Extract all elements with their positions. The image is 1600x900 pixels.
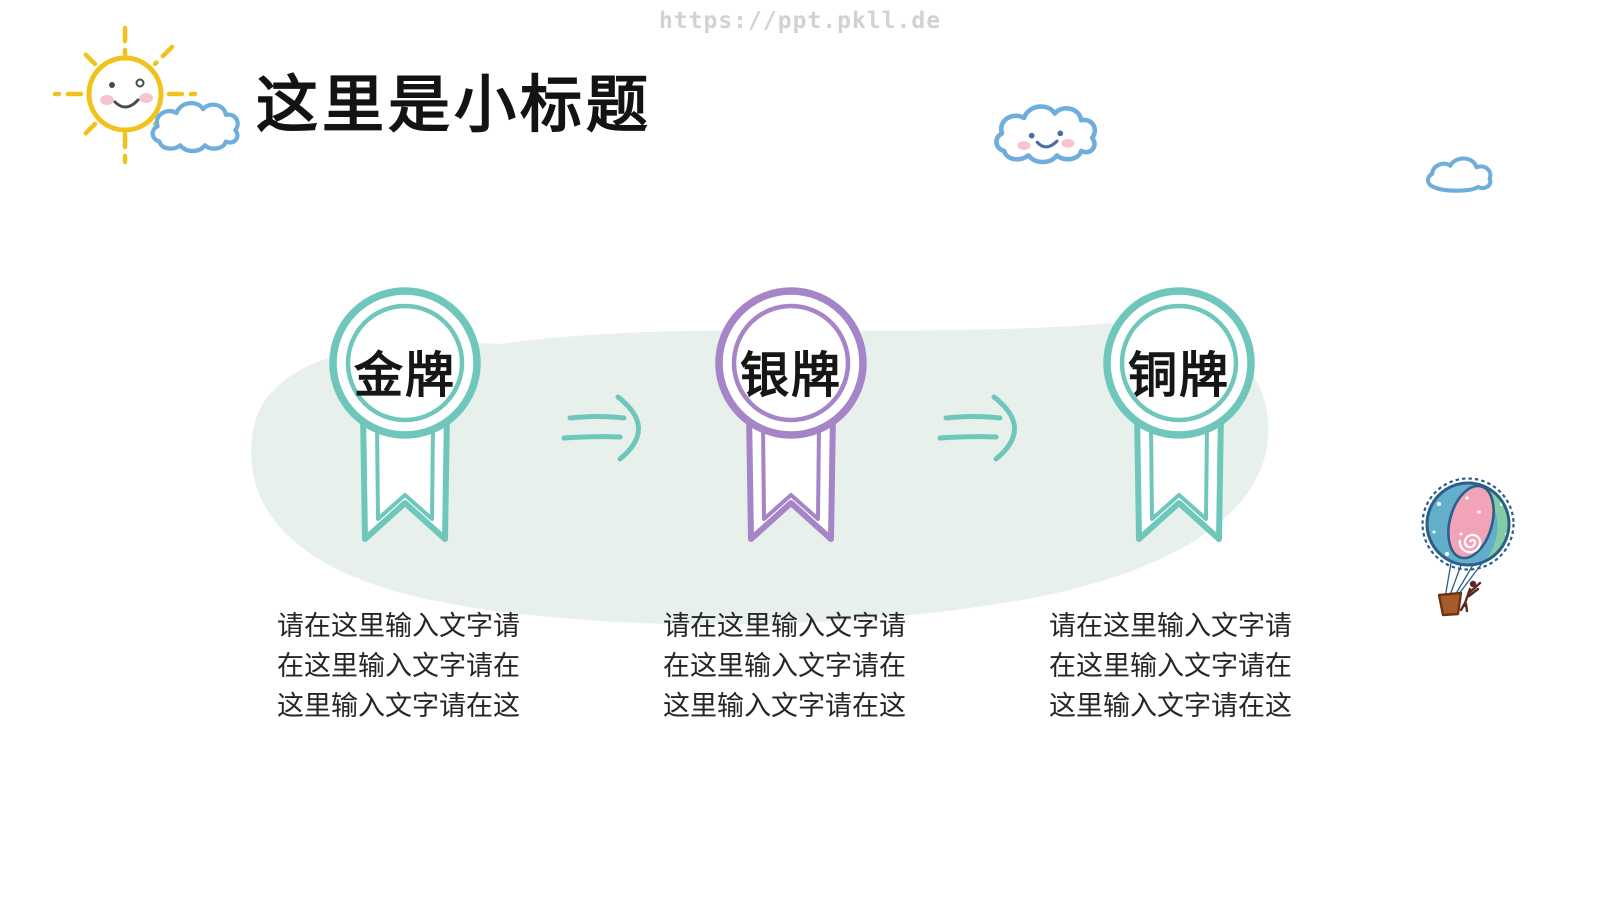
cloud-with-face-icon xyxy=(994,104,1098,165)
rosette-ribbon-icon xyxy=(1103,287,1255,542)
medal-silver: 银牌 xyxy=(711,283,871,563)
description-line: 在这里输入文字请在 xyxy=(663,651,906,681)
small-cloud-icon xyxy=(1426,156,1493,193)
description-line: 请在这里输入文字请 xyxy=(277,611,520,641)
description-line: 在这里输入文字请在 xyxy=(277,651,520,681)
page-title: 这里是小标题 xyxy=(256,71,653,140)
cloud-icon xyxy=(150,101,240,154)
medal-silver-label: 银牌 xyxy=(739,349,842,403)
rosette-ribbon-icon xyxy=(329,287,481,542)
description-line: 在这里输入文字请在 xyxy=(1049,651,1292,681)
description-bronze: 请在这里输入文字请 在这里输入文字请在 这里输入文字请在这 xyxy=(1049,606,1309,726)
description-gold: 请在这里输入文字请 在这里输入文字请在 这里输入文字请在这 xyxy=(277,606,537,726)
double-arrow-right-icon xyxy=(937,394,1017,462)
rosette-ribbon-icon xyxy=(715,287,867,542)
watermark-url: https://ppt.pkll.de xyxy=(658,8,942,34)
description-silver: 请在这里输入文字请 在这里输入文字请在 这里输入文字请在这 xyxy=(663,606,923,726)
double-arrow-right-icon xyxy=(561,394,641,462)
medal-gold: 金牌 xyxy=(325,283,485,563)
medal-bronze-label: 铜牌 xyxy=(1127,349,1230,403)
description-line: 请在这里输入文字请 xyxy=(1049,611,1292,641)
description-line: 这里输入文字请在这 xyxy=(663,691,906,721)
description-line: 这里输入文字请在这 xyxy=(277,691,520,721)
description-line: 请在这里输入文字请 xyxy=(663,611,906,641)
description-line: 这里输入文字请在这 xyxy=(1049,691,1292,721)
medal-gold-label: 金牌 xyxy=(353,349,456,403)
sun-with-face-icon xyxy=(52,25,240,165)
hot-air-balloon-icon xyxy=(1421,477,1515,617)
balloon-person xyxy=(1459,581,1482,613)
medal-bronze: 铜牌 xyxy=(1099,283,1259,563)
balloon-basket xyxy=(1437,591,1463,617)
